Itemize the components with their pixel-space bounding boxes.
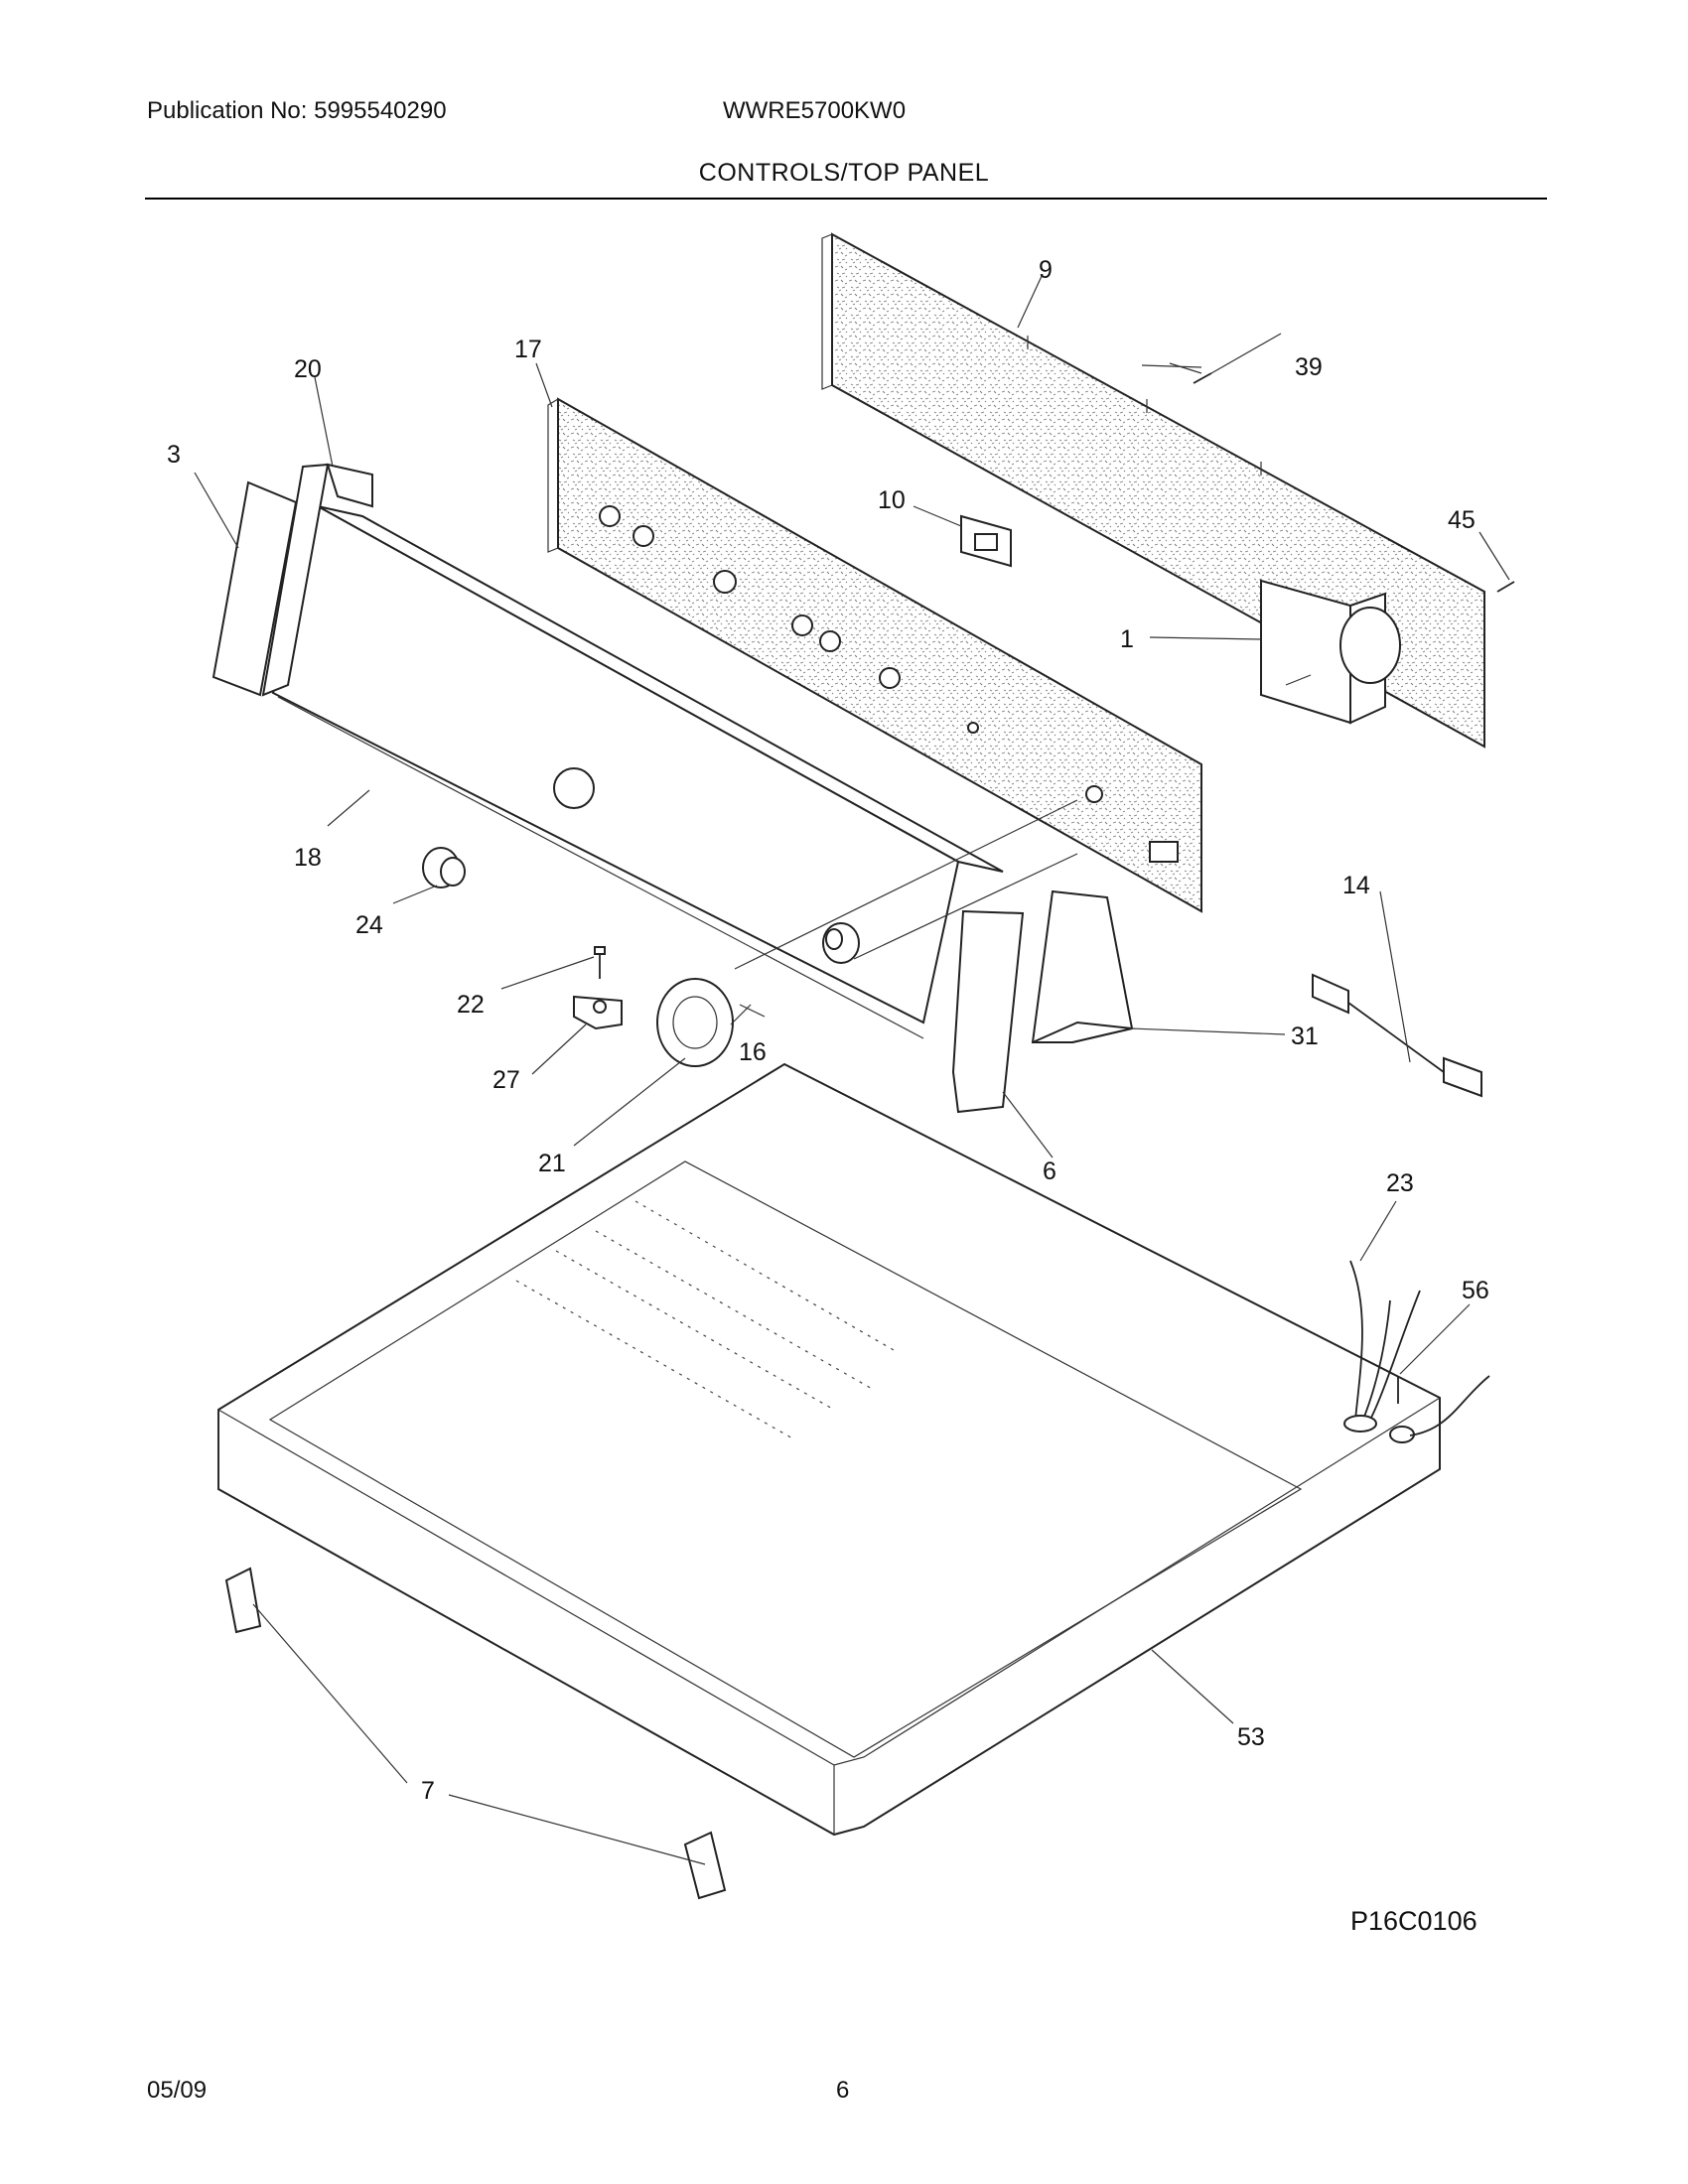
- top-clips: [224, 1567, 727, 1900]
- callout-1: 1: [1120, 625, 1134, 653]
- left-endcap-bracket: [261, 463, 373, 697]
- header-rule: [145, 198, 1547, 200]
- callout-16: 16: [739, 1038, 767, 1066]
- callout-17: 17: [514, 336, 542, 363]
- callout-20: 20: [294, 355, 322, 383]
- callout-numbers: 1 3 6 7 9 10 14 16 17 18 20 21 22 23 24 …: [167, 256, 1489, 1805]
- wire-harness: [1312, 973, 1482, 1098]
- callout-31: 31: [1291, 1023, 1319, 1050]
- switch: [960, 514, 1012, 568]
- callout-53: 53: [1237, 1723, 1265, 1751]
- publication-number: Publication No: 5995540290: [147, 97, 447, 124]
- callout-21: 21: [538, 1150, 566, 1177]
- callout-14: 14: [1342, 872, 1370, 899]
- timer-knob: [656, 978, 734, 1067]
- publication-date: 05/09: [147, 2077, 208, 2104]
- spring: [739, 1004, 766, 1018]
- wire-leads: [1343, 1260, 1421, 1433]
- callout-39: 39: [1295, 353, 1323, 381]
- screw: [594, 946, 606, 979]
- callout-45: 45: [1448, 506, 1476, 534]
- page-number: 6: [836, 2077, 850, 2104]
- bracket: [573, 995, 623, 1030]
- top-panel: [217, 1062, 1441, 1837]
- leader-lines: [194, 273, 1510, 1865]
- knob-cap: [422, 847, 466, 888]
- right-endcap: [951, 909, 1025, 1114]
- callout-6: 6: [1043, 1158, 1056, 1185]
- callout-22: 22: [457, 991, 485, 1019]
- left-endcap: [211, 480, 298, 697]
- callout-3: 3: [167, 441, 181, 469]
- callout-56: 56: [1462, 1277, 1489, 1304]
- figure-code: P16C0106: [1350, 1906, 1477, 1936]
- callout-23: 23: [1386, 1169, 1414, 1197]
- section-title: CONTROLS/TOP PANEL: [698, 159, 990, 187]
- callout-18: 18: [294, 844, 322, 872]
- callout-24: 24: [355, 911, 383, 939]
- callout-10: 10: [878, 486, 906, 514]
- timer: [1260, 579, 1401, 725]
- ground-screw: [1389, 1375, 1490, 1443]
- screw-39: [1193, 372, 1212, 384]
- model-number: WWRE5700KW0: [723, 97, 907, 124]
- callout-27: 27: [492, 1066, 520, 1094]
- right-endcap-bracket: [1031, 889, 1134, 1043]
- callout-7: 7: [421, 1777, 435, 1805]
- screw-45: [1496, 581, 1515, 593]
- control-panel-backing: [547, 397, 1202, 913]
- callout-9: 9: [1039, 256, 1053, 284]
